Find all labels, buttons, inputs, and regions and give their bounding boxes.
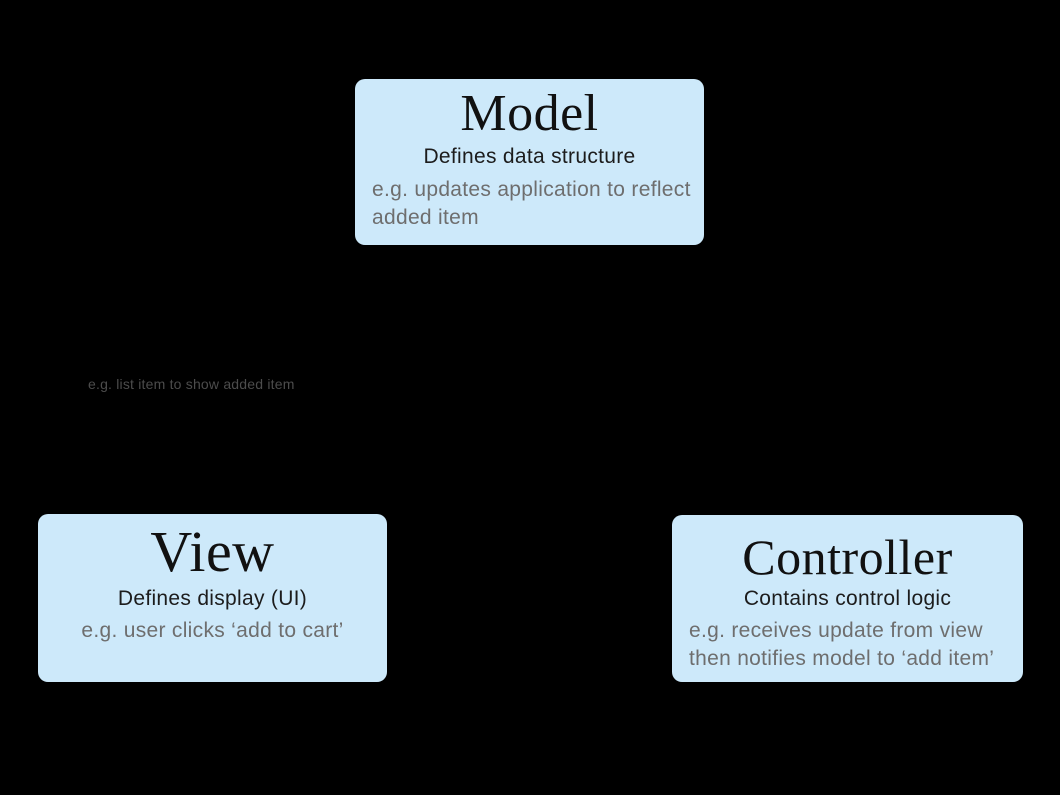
controller-example: e.g. receives update from view then noti…	[672, 617, 1023, 673]
view-box: View Defines display (UI) e.g. user clic…	[38, 514, 387, 682]
model-subtitle: Defines data structure	[423, 145, 636, 169]
model-example-line: added item	[372, 205, 479, 229]
view-subtitle: Defines display (UI)	[117, 586, 308, 610]
view-example-line: e.g. user clicks ‘add to cart’	[81, 619, 344, 643]
model-box: Model Defines data structure e.g. update…	[355, 79, 704, 245]
controller-title: Controller	[742, 529, 953, 585]
view-title: View	[150, 519, 275, 584]
model-title: Model	[460, 85, 599, 142]
model-example-line: e.g. updates application to reflect	[372, 177, 691, 201]
model-example: e.g. updates application to reflect adde…	[355, 176, 704, 232]
controller-example-line: e.g. receives update from view	[689, 619, 983, 643]
controller-box: Controller Contains control logic e.g. r…	[672, 515, 1023, 682]
controller-example-line: then notifies model to ‘add item’	[689, 647, 995, 671]
view-example: e.g. user clicks ‘add to cart’	[38, 617, 387, 645]
view-update-annotation: e.g. list item to show added item	[88, 376, 295, 392]
controller-subtitle: Contains control logic	[743, 587, 952, 610]
